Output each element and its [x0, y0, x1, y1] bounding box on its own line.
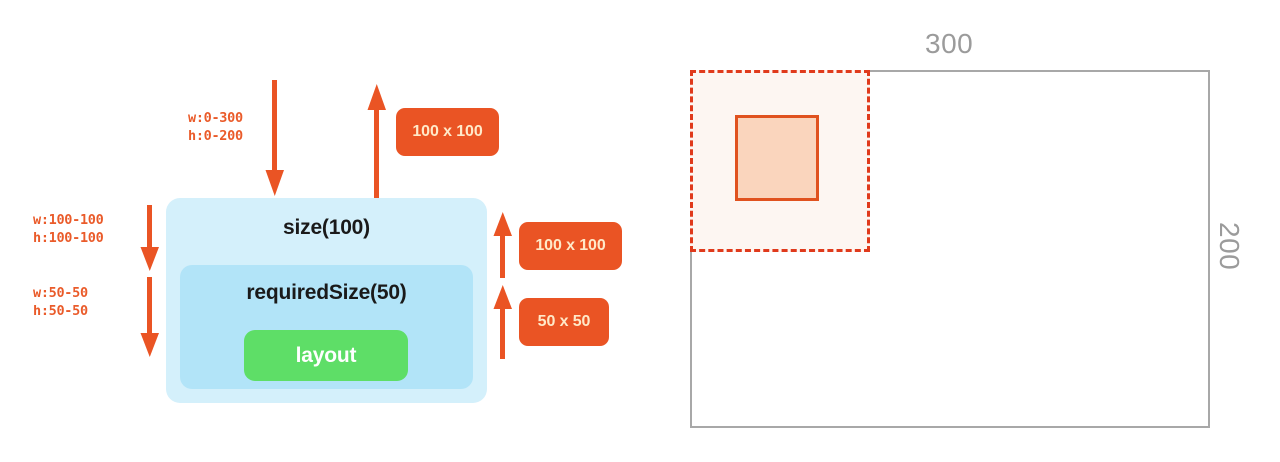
layout-button[interactable]: layout: [244, 330, 408, 381]
required-size-label: requiredSize(50): [246, 281, 407, 304]
up-arrow-outgoing-size: [367, 84, 386, 200]
required-size-rect: [735, 115, 819, 201]
constraint-in-height-label: h:0-200: [188, 128, 243, 144]
constraint-mid-height-label: h:100-100: [33, 230, 104, 246]
badge-bottom-size: 50 x 50: [519, 298, 609, 346]
down-arrow-incoming-constraint: [265, 80, 284, 196]
height-dimension-label: 200: [1214, 222, 1245, 271]
down-arrow-mid-constraint: [140, 205, 159, 271]
badge-top-size: 100 x 100: [396, 108, 499, 156]
constraint-in-width-label: w:0-300: [188, 110, 243, 126]
constraint-inner-height-label: h:50-50: [33, 303, 88, 319]
up-arrow-reported-size-50: [493, 285, 512, 359]
badge-middle-size: 100 x 100: [519, 222, 622, 270]
down-arrow-inner-constraint: [140, 277, 159, 357]
size-label: size(100): [283, 216, 370, 239]
constraint-inner-width-label: w:50-50: [33, 285, 88, 301]
width-dimension-label: 300: [925, 28, 974, 59]
up-arrow-reported-size-100: [493, 212, 512, 278]
constraint-mid-width-label: w:100-100: [33, 212, 104, 228]
